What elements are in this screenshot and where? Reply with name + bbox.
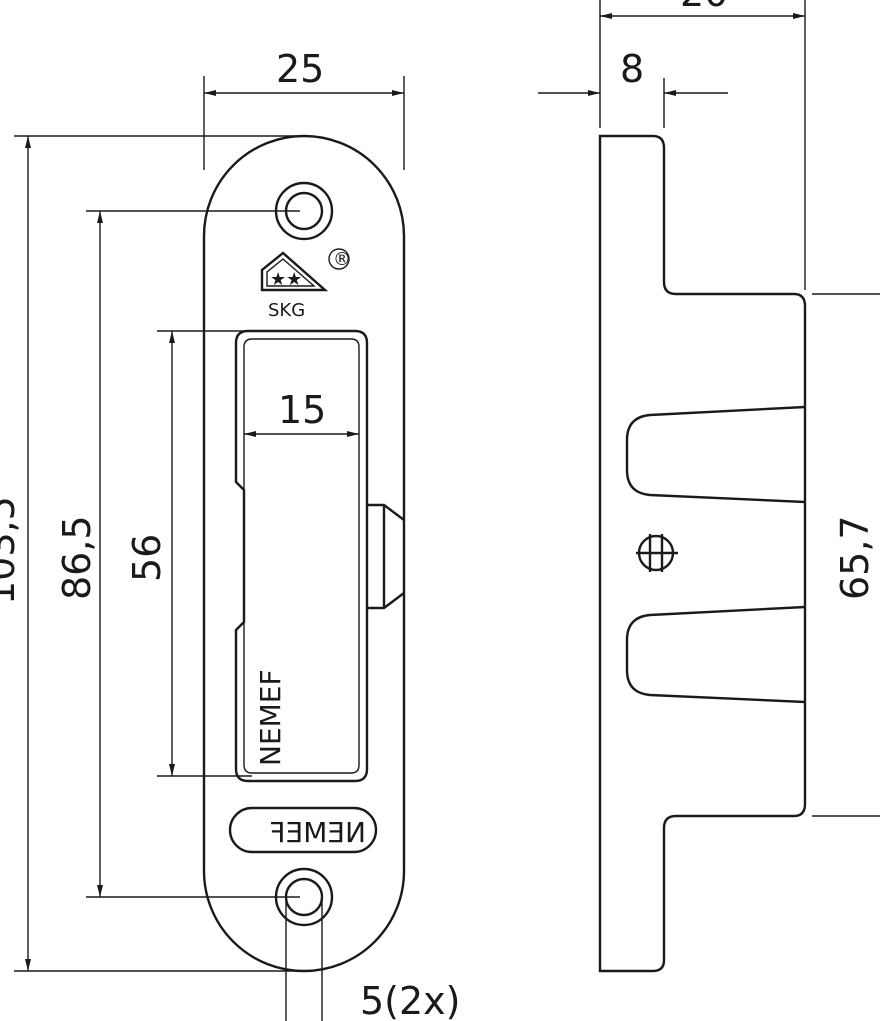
dim-side-height: 65,7 — [812, 293, 880, 817]
strike-plate-outline — [202, 134, 406, 973]
dim-side-height-label: 65,7 — [833, 515, 877, 600]
side-view: 20 8 65,7 — [538, 0, 880, 973]
dim-width-front-label: 25 — [276, 47, 324, 91]
dim-depth-total: 20 — [599, 0, 806, 290]
side-lower-pocket — [625, 605, 806, 704]
registered-icon — [328, 248, 350, 270]
side-upper-pocket — [625, 405, 806, 504]
brand-badge: NEMEF — [228, 806, 378, 854]
dim-depth-total-label: 20 — [680, 0, 728, 15]
brand-badge-label: NEMEF — [269, 816, 366, 849]
dim-slot-width: 15 — [244, 388, 359, 437]
registered-mark: ® — [333, 249, 351, 270]
dim-slot-height: 56 — [125, 330, 252, 777]
dim-height-total: 103,5 — [0, 135, 300, 972]
strike-slot-outer — [234, 329, 369, 783]
star-icon: ★★ — [270, 269, 302, 290]
dim-hole-diameter-label: 5(2x) — [360, 979, 461, 1021]
dim-slot-width-label: 15 — [278, 388, 326, 432]
brand-vertical: NEMEF — [254, 669, 287, 766]
skg-logo: ★★ ® SKG — [260, 248, 351, 321]
latch-tab — [367, 503, 405, 610]
side-center-hole — [636, 534, 678, 572]
dim-slot-height-label: 56 — [125, 534, 169, 582]
skg-label: SKG — [268, 300, 305, 321]
strike-slot-inner — [243, 338, 360, 774]
dim-width-front: 25 — [203, 47, 405, 170]
dim-height-total-label: 103,5 — [0, 496, 23, 605]
front-view: ★★ ® SKG NEMEF NEMEF 25 103,5 — [0, 47, 461, 1021]
dim-plate-thickness-label: 8 — [620, 47, 644, 91]
dim-hole-diameter: 5(2x) — [285, 897, 461, 1021]
dim-hole-spacing-label: 86,5 — [55, 515, 99, 600]
dim-hole-spacing: 86,5 — [55, 210, 300, 898]
dim-plate-thickness: 8 — [538, 47, 728, 128]
side-profile-outline — [598, 134, 807, 973]
